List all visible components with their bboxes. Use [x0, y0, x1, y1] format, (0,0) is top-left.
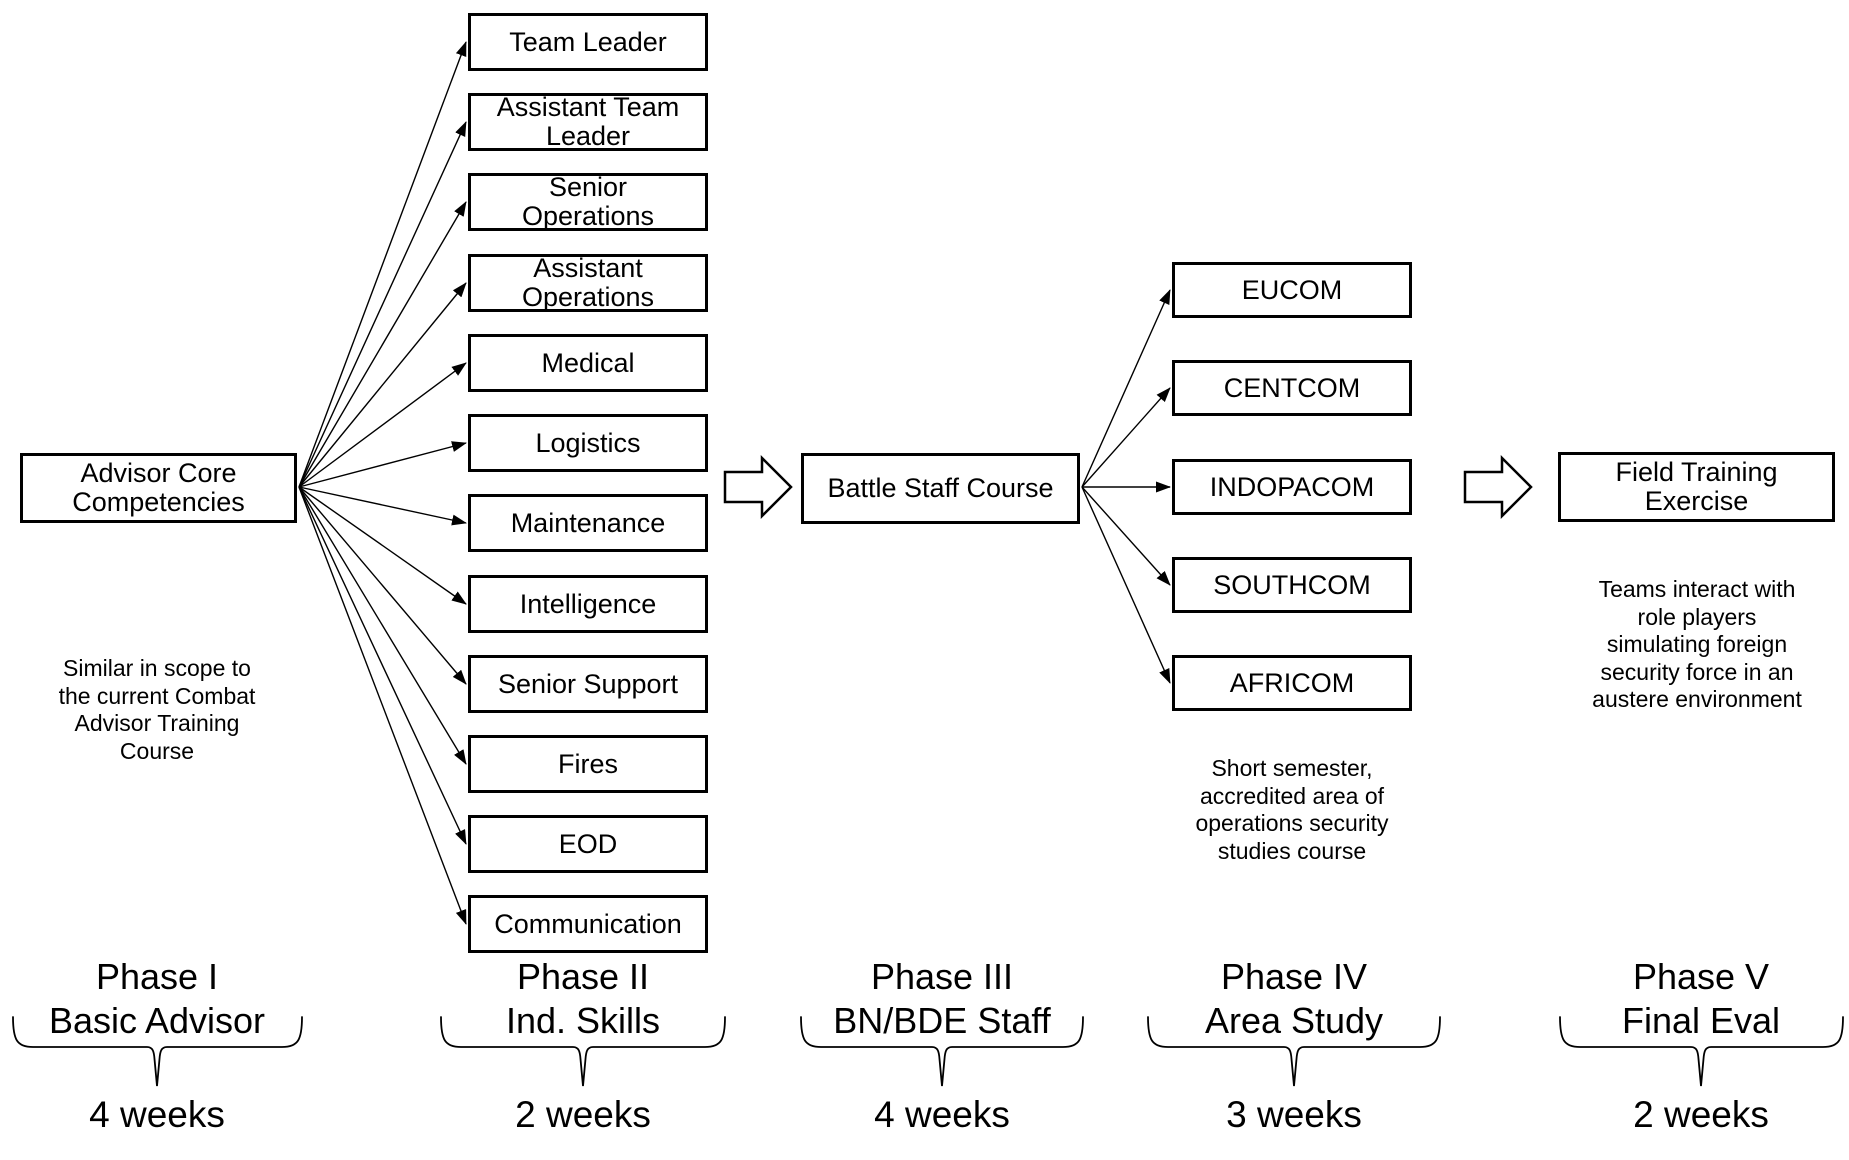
phase4-box-indopacom: INDOPACOM — [1172, 459, 1412, 515]
phase4-box-centcom: CENTCOM — [1172, 360, 1412, 416]
phase2-box-assistant-operations: Assistant Operations — [468, 254, 708, 312]
arrow-to-medical — [298, 362, 467, 488]
phase2-box-assistant-team-leader: Assistant Team Leader — [468, 93, 708, 151]
phase4-note: Short semester, accredited area of opera… — [1195, 755, 1389, 864]
arrow-to-team-leader — [298, 41, 467, 488]
phase5-label: Phase V Final Eval — [1621, 956, 1781, 1041]
phase1-note: Similar in scope to the current Combat A… — [58, 655, 256, 764]
arrow-to-eod — [298, 486, 467, 845]
phase2-box-maintenance: Maintenance — [468, 494, 708, 552]
arrow-to-fires — [298, 486, 467, 765]
phase3-brace — [800, 1016, 1084, 1087]
phase2-brace — [440, 1016, 726, 1087]
phase2-duration: 2 weeks — [515, 1094, 651, 1135]
arrow-to-maintenance — [298, 486, 467, 526]
phase3-to-phase4-arrows — [1081, 289, 1171, 684]
arrow-to-logistics — [298, 441, 467, 488]
advisor-core-competencies-box: Advisor Core Competencies — [20, 453, 297, 523]
phase2-label: Phase II Ind. Skills — [505, 956, 661, 1041]
phase-braces — [12, 1016, 1844, 1087]
phase1-label: Phase I Basic Advisor — [48, 956, 266, 1041]
phase2-box-senior-operations: Senior Operations — [468, 173, 708, 231]
phase2-box-team-leader: Team Leader — [468, 13, 708, 71]
arrow-to-southcom — [1081, 486, 1171, 586]
arrow-to-centcom — [1081, 387, 1171, 488]
arrow-to-assistant-operations — [298, 282, 467, 488]
arrow-to-intelligence — [298, 486, 467, 605]
phase1-to-phase2-arrows — [298, 41, 467, 925]
phase4-brace — [1147, 1016, 1441, 1087]
flow-arrow-phase2-to-phase3 — [723, 454, 793, 520]
arrow-to-eucom — [1081, 289, 1171, 488]
phase2-box-logistics: Logistics — [468, 414, 708, 472]
battle-staff-course-box: Battle Staff Course — [801, 453, 1080, 524]
phase4-box-southcom: SOUTHCOM — [1172, 557, 1412, 613]
field-training-exercise-box: Field Training Exercise — [1558, 452, 1835, 522]
arrow-to-senior-support — [298, 486, 467, 685]
phase2-box-communication: Communication — [468, 895, 708, 953]
phase2-box-medical: Medical — [468, 334, 708, 392]
phase4-label: Phase IV Area Study — [1204, 956, 1384, 1041]
phase5-brace — [1559, 1016, 1844, 1087]
phase2-box-fires: Fires — [468, 735, 708, 793]
flow-arrow-phase4-to-phase5 — [1463, 454, 1533, 520]
phase5-duration: 2 weeks — [1633, 1094, 1769, 1135]
arrow-to-assistant-team-leader — [298, 121, 467, 488]
phase1-brace — [12, 1016, 303, 1087]
phase2-box-eod: EOD — [468, 815, 708, 873]
phase2-box-intelligence: Intelligence — [468, 575, 708, 633]
arrow-to-africom — [1081, 486, 1171, 684]
phase3-duration: 4 weeks — [874, 1094, 1010, 1135]
phase4-box-eucom: EUCOM — [1172, 262, 1412, 318]
phase3-label: Phase III BN/BDE Staff — [833, 956, 1051, 1041]
phase1-duration: 4 weeks — [89, 1094, 225, 1135]
phase4-duration: 3 weeks — [1226, 1094, 1362, 1135]
phase4-box-africom: AFRICOM — [1172, 655, 1412, 711]
phase2-box-senior-support: Senior Support — [468, 655, 708, 713]
arrow-to-senior-operations — [298, 201, 467, 488]
arrow-to-communication — [298, 486, 467, 925]
phase5-note: Teams interact with role players simulat… — [1592, 576, 1802, 712]
